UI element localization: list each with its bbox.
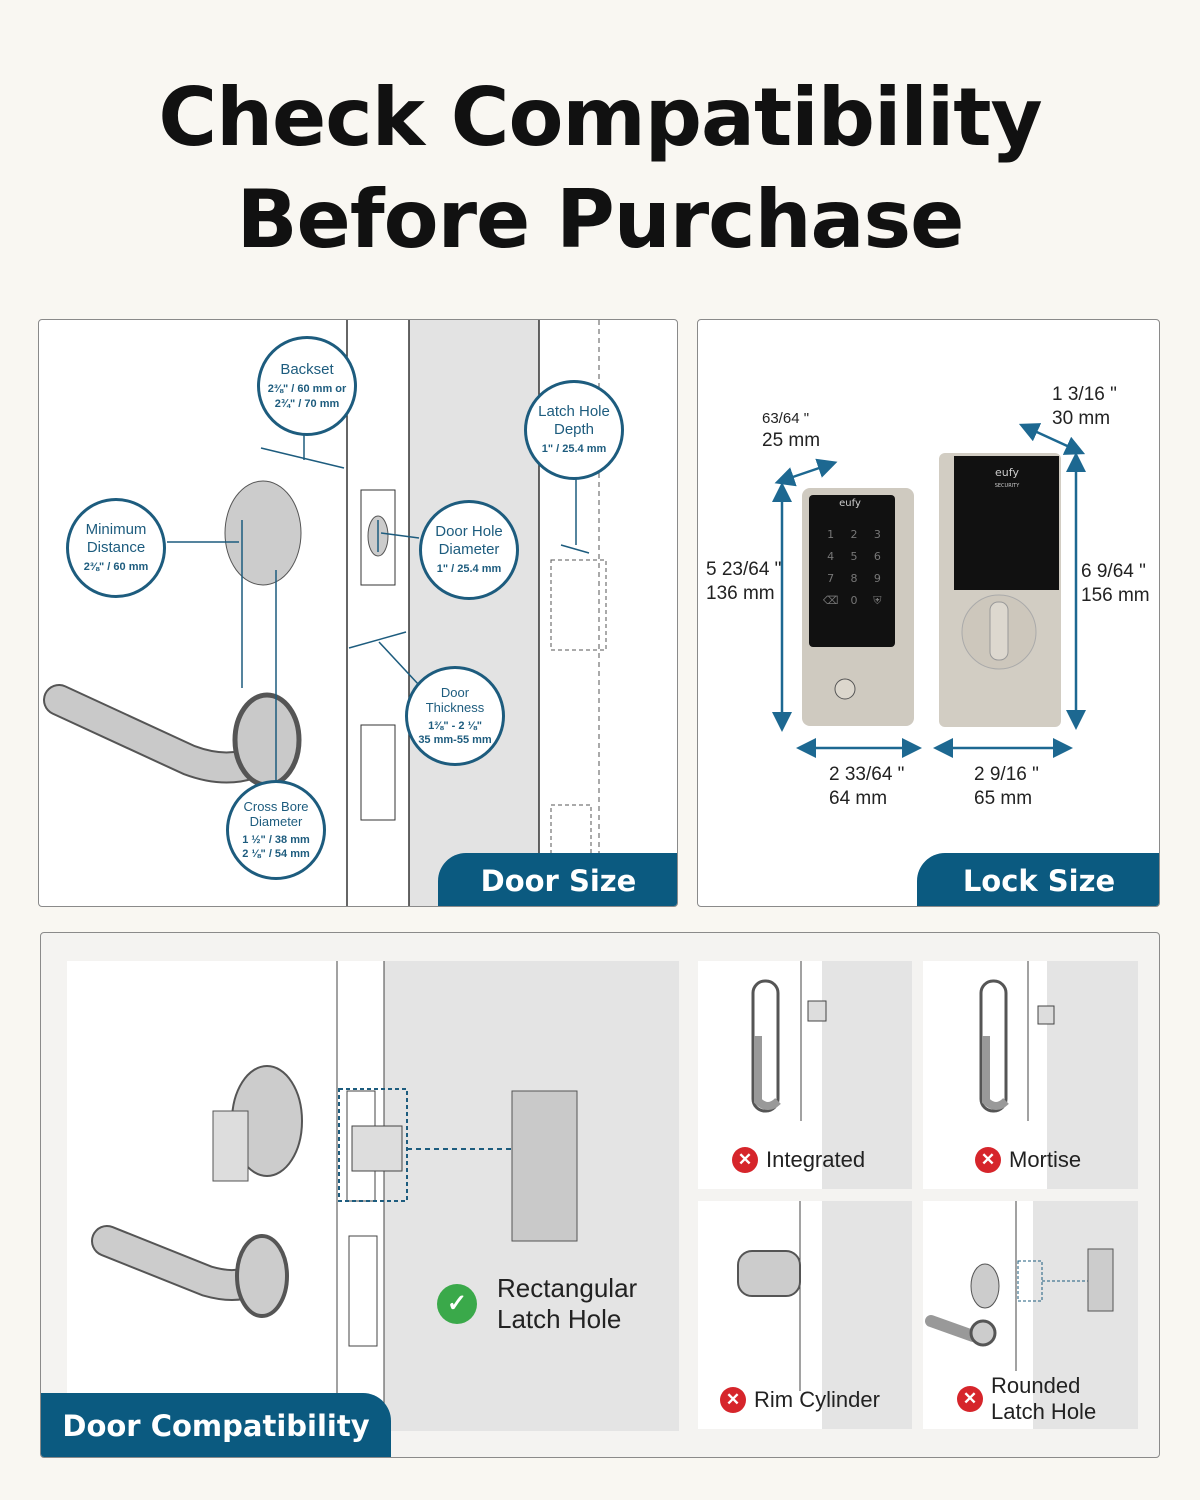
brand-sub: SECURITY xyxy=(994,483,1020,489)
front-height-mm: 136 mm xyxy=(706,582,775,604)
x-icon: ✕ xyxy=(957,1386,983,1413)
rounded-text1: Rounded xyxy=(991,1373,1081,1398)
front-brand-logo: eufy xyxy=(839,498,861,509)
back-width-mm: 65 mm xyxy=(974,787,1033,809)
main-label2: Latch Hole xyxy=(497,1304,622,1335)
keypad-key: 3 xyxy=(873,528,881,541)
cross-bore-value1: 1 ½" / 38 mm xyxy=(242,833,310,846)
back-brand-logo: eufy SECURITY xyxy=(977,466,1037,490)
keypad-key: 1 xyxy=(827,528,835,541)
front-width-inch: 2 33/64 " xyxy=(829,764,905,785)
door-thickness-bubble: Door Thickness 1⅜" - 2 ⅛" 35 mm-55 mm xyxy=(405,666,505,766)
mortise-text: Mortise xyxy=(1009,1147,1082,1172)
rim-cylinder-card: ✕ Rim Cylinder xyxy=(698,1201,912,1429)
keypad-key: ⛨ xyxy=(873,594,882,607)
keypad-key: 5 xyxy=(850,550,858,563)
rounded-text2: Latch Hole xyxy=(991,1399,1097,1425)
front-height-dim: 5 23/64 "136 mm xyxy=(706,558,781,606)
brand-name: eufy xyxy=(995,466,1019,479)
front-width-dim: 2 33/64 "64 mm xyxy=(829,763,904,811)
keypad-key: 0 xyxy=(850,594,858,607)
integrated-illustration xyxy=(751,961,912,1189)
door-hole-label2: Diameter xyxy=(438,541,500,559)
back-width-dim: 2 9/16 "65 mm xyxy=(974,763,1039,811)
back-height-dim: 6 9/64 "156 mm xyxy=(1081,560,1150,608)
page-title-line1: Check Compatibility xyxy=(158,71,1042,164)
keypad-key: ⌫ xyxy=(822,594,839,607)
keypad-key: 2 xyxy=(850,528,858,541)
keypad-key: 4 xyxy=(827,550,835,563)
back-depth-mm: 30 mm xyxy=(1052,407,1111,429)
rectangular-latch-illustration xyxy=(91,961,679,1431)
cross-bore-value2: 2 ⅛" / 54 mm xyxy=(242,848,310,861)
back-depth-inch: 1 3/16 " xyxy=(1052,384,1117,405)
keypad-key: 6 xyxy=(873,550,881,563)
min-distance-value: 2⅜" / 60 mm xyxy=(83,561,149,574)
cross-bore-bubble: Cross Bore Diameter 1 ½" / 38 mm 2 ⅛" / … xyxy=(226,780,326,880)
thickness-label2: Thickness xyxy=(425,700,485,716)
keypad-key: 9 xyxy=(873,572,881,585)
latch-depth-label1: Latch Hole xyxy=(538,403,610,421)
x-icon: ✕ xyxy=(720,1387,746,1414)
minimum-distance-bubble: Minimum Distance 2⅜" / 60 mm xyxy=(66,498,166,598)
rim-cylinder-label: ✕ Rim Cylinder xyxy=(720,1387,880,1414)
integrated-card: ✕ Integrated xyxy=(698,961,912,1189)
thickness-value2: 35 mm-55 mm xyxy=(418,734,492,747)
latch-hole-depth-bubble: Latch Hole Depth 1" / 25.4 mm xyxy=(524,380,624,480)
back-height-mm: 156 mm xyxy=(1081,584,1150,606)
backset-label: Backset xyxy=(280,361,334,379)
back-width-inch: 2 9/16 " xyxy=(974,764,1039,785)
door-hole-value: 1" / 25.4 mm xyxy=(436,563,502,576)
lock-size-tab: Lock Size xyxy=(917,853,1159,906)
door-compatibility-tab: Door Compatibility xyxy=(41,1393,391,1457)
keypad: 1 2 3 4 5 6 7 8 9 ⌫ 0 ⛨ xyxy=(819,528,889,607)
page-title-line2: Before Purchase xyxy=(236,173,965,266)
thickness-value1: 1⅜" - 2 ⅛" xyxy=(428,719,482,732)
backset-value2: 2¾" / 70 mm xyxy=(274,397,340,410)
door-hole-label1: Door Hole xyxy=(435,523,503,541)
back-height-inch: 6 9/64 " xyxy=(1081,561,1146,582)
x-icon: ✕ xyxy=(732,1147,758,1174)
rim-cylinder-text: Rim Cylinder xyxy=(754,1387,880,1412)
front-depth-dim: 63/64 " 25 mm xyxy=(762,410,820,453)
mortise-illustration xyxy=(979,961,1138,1189)
rounded-latch-illustration xyxy=(925,1201,1138,1429)
min-distance-label1: Minimum xyxy=(85,521,147,539)
x-icon: ✕ xyxy=(975,1147,1001,1174)
mortise-card: ✕ Mortise xyxy=(923,961,1138,1189)
main-label1: Rectangular xyxy=(497,1273,638,1303)
min-distance-label2: Distance xyxy=(86,539,146,557)
front-depth-mm: 25 mm xyxy=(762,429,821,451)
integrated-label: ✕ Integrated xyxy=(732,1147,866,1174)
latch-depth-value: 1" / 25.4 mm xyxy=(541,443,607,456)
thickness-label1: Door xyxy=(440,684,470,700)
backset-value1: 2⅜" / 60 mm or xyxy=(267,383,347,396)
front-height-inch: 5 23/64 " xyxy=(706,559,782,580)
back-depth-dim: 1 3/16 "30 mm xyxy=(1052,383,1117,431)
door-size-panel: Backset 2⅜" / 60 mm or 2¾" / 70 mm Minim… xyxy=(38,319,678,907)
lock-dimension-arrows xyxy=(772,423,1086,758)
backset-bubble: Backset 2⅜" / 60 mm or 2¾" / 70 mm xyxy=(257,336,357,436)
door-size-tab: Door Size xyxy=(438,853,677,906)
front-depth-inch: 63/64 " xyxy=(762,410,810,427)
mortise-label: ✕ Mortise xyxy=(975,1147,1082,1174)
cross-bore-label1: Cross Bore xyxy=(243,798,309,814)
rim-cylinder-illustration xyxy=(737,1201,912,1429)
latch-depth-label2: Depth xyxy=(553,421,595,439)
lock-size-panel: eufy 1 2 3 4 5 6 7 8 9 ⌫ 0 ⛨ eufy SECURITY 63/64… xyxy=(697,319,1160,907)
cross-bore-label2: Diameter xyxy=(249,814,303,830)
keypad-key: 8 xyxy=(850,572,858,585)
check-icon: ✓ xyxy=(437,1284,477,1325)
front-width-mm: 64 mm xyxy=(829,787,888,809)
integrated-text: Integrated xyxy=(766,1147,866,1172)
door-hole-diameter-bubble: Door Hole Diameter 1" / 25.4 mm xyxy=(419,500,519,600)
keypad-key: 7 xyxy=(827,572,835,585)
